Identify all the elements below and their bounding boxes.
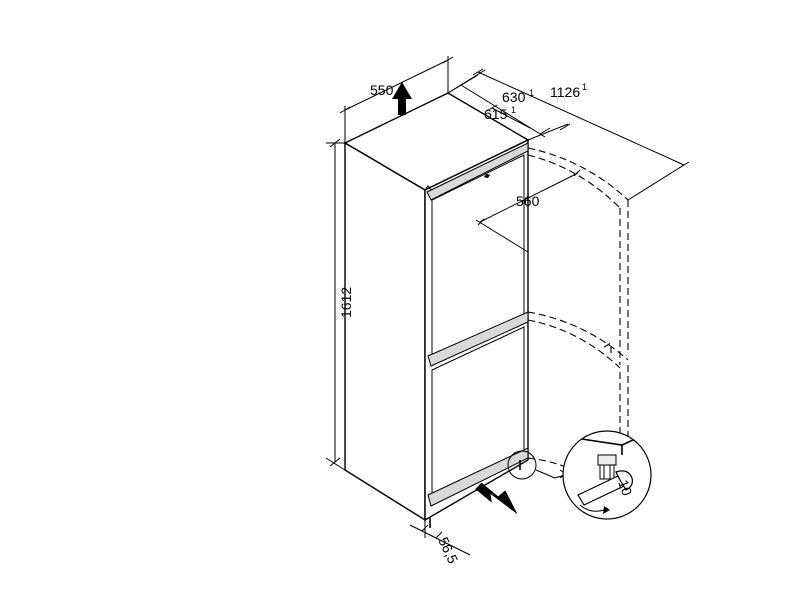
depth-615-label: 615 [484, 106, 508, 122]
depth-door-dimensions: 630 1 1126 1 615 1 [447, 68, 690, 201]
height-label: 1612 [338, 287, 354, 318]
foot-detail: 10 [507, 430, 652, 520]
wall-gap-dimension: 56,5 [409, 520, 471, 567]
fridge-body [343, 92, 530, 528]
depth-615-superscript: 1 [511, 105, 516, 115]
middle-handle [427, 311, 529, 367]
wall-gap-label: 56,5 [435, 535, 461, 567]
push-arrow-icon [475, 482, 518, 515]
depth-630-label: 630 [502, 89, 526, 105]
depth-550-dimension: 550 [339, 56, 454, 143]
depth-1126-superscript: 1 [582, 82, 587, 92]
up-arrow-icon [392, 82, 412, 115]
fridge-side [344, 141, 426, 522]
depth-630-superscript: 1 [529, 88, 534, 98]
depth-1126-label: 1126 [550, 84, 580, 100]
wrench-size-label: 10 [615, 478, 635, 498]
door-width-dimension: 560 [475, 169, 581, 253]
rotate-arrow-icon [579, 504, 610, 514]
depth-550-label: 550 [370, 82, 394, 98]
upper-door-handle [426, 142, 529, 201]
hinge-dot [485, 174, 489, 178]
wrench-icon [577, 470, 633, 506]
height-dimension: 1612 [325, 138, 354, 471]
open-door-outline [527, 147, 629, 473]
fridge-front [424, 138, 529, 522]
door-width-label: 560 [516, 193, 540, 209]
